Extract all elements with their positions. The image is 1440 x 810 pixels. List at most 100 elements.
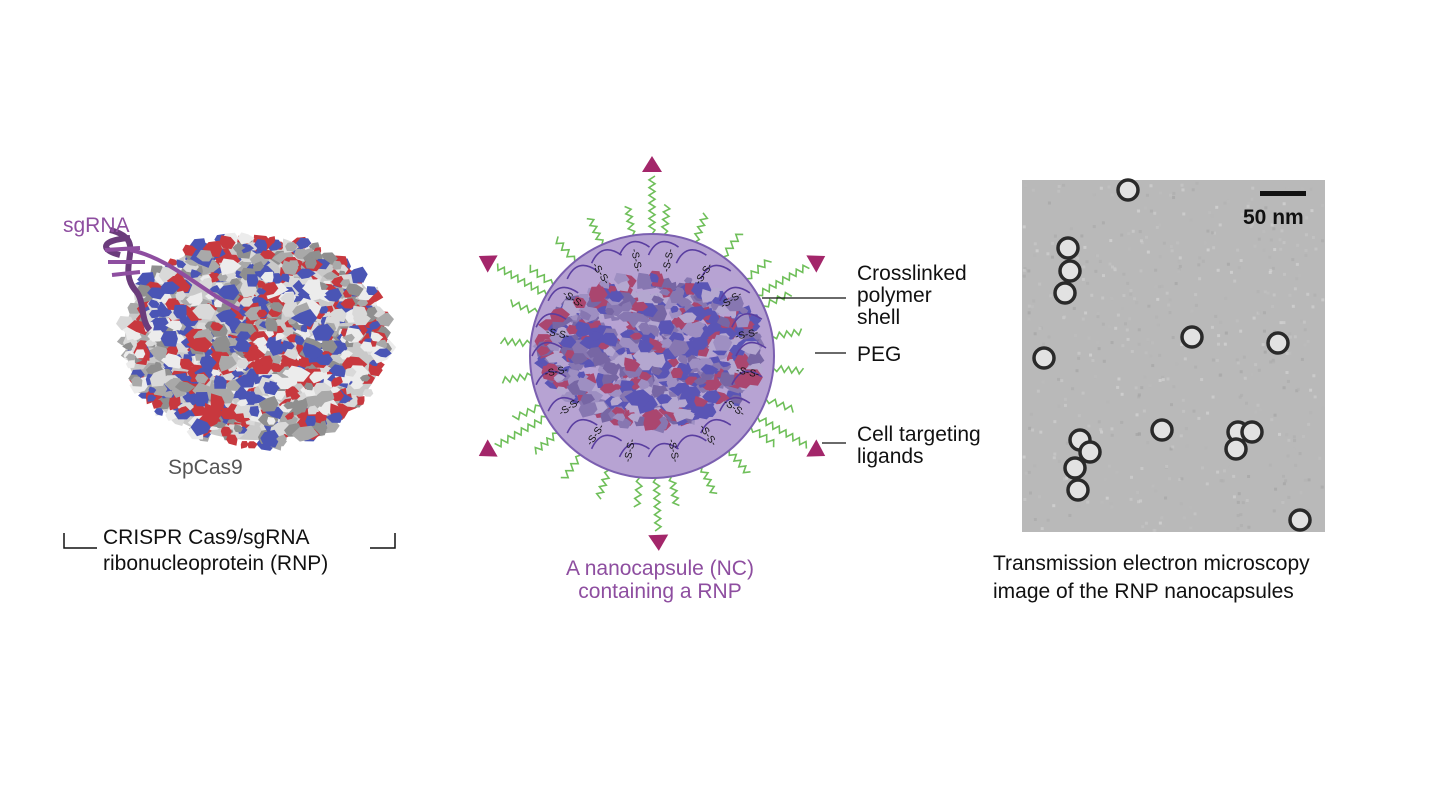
tem-noise	[1115, 470, 1119, 474]
protein-patch	[243, 348, 266, 362]
tem-noise	[1181, 398, 1185, 402]
tem-noise	[1031, 428, 1035, 432]
tem-noise	[1133, 297, 1137, 301]
protein-patch	[182, 244, 198, 257]
tem-noise	[1184, 427, 1188, 431]
protein-patch	[666, 377, 679, 388]
tem-noise	[1135, 301, 1139, 305]
tem-noise	[1057, 404, 1061, 408]
tem-noise	[1201, 259, 1205, 263]
protein-patch	[217, 273, 228, 282]
tem-noise	[1028, 426, 1032, 430]
peg-chain	[660, 203, 672, 236]
protein-patch	[342, 367, 357, 377]
tem-noise	[1278, 238, 1282, 242]
protein-patch	[232, 244, 246, 252]
ligand-triangle-icon	[478, 439, 498, 457]
tem-noise	[1155, 225, 1159, 229]
nanocapsule-particle	[1116, 178, 1140, 202]
tem-noise	[1033, 464, 1037, 468]
tem-noise	[1107, 325, 1111, 329]
tem-noise	[1307, 422, 1311, 426]
tem-noise	[1287, 495, 1291, 499]
peg-chain	[700, 467, 718, 495]
tem-noise	[1189, 218, 1193, 222]
tem-noise	[1250, 197, 1254, 201]
crosslink-chain	[566, 418, 598, 434]
tem-noise	[1181, 188, 1185, 192]
protein-patch	[616, 311, 636, 322]
protein-patch	[368, 363, 383, 377]
tem-noise	[1096, 315, 1100, 319]
tem-noise	[1256, 403, 1260, 407]
tem-noise	[1081, 391, 1085, 395]
protein-patch	[148, 299, 160, 308]
tem-noise	[1303, 328, 1307, 332]
tem-noise	[1121, 344, 1125, 348]
nanocapsule-particle	[1224, 437, 1248, 461]
tem-noise	[1116, 313, 1120, 317]
scale-bar-label: 50 nm	[1243, 206, 1304, 229]
protein-patch	[131, 376, 143, 387]
tem-noise	[1246, 204, 1250, 208]
protein-patch	[280, 273, 290, 283]
tem-noise	[1130, 475, 1134, 479]
protein-patch	[683, 386, 701, 399]
protein-patch	[599, 383, 617, 394]
tem-noise	[1239, 513, 1243, 517]
protein-patch	[216, 284, 240, 301]
protein-patch	[131, 333, 142, 341]
protein-patch	[329, 308, 347, 323]
tem-noise	[1165, 465, 1169, 469]
tem-noise	[1029, 412, 1033, 416]
tem-noise	[1218, 223, 1222, 227]
tem-noise	[1236, 500, 1240, 504]
tem-noise	[1049, 294, 1053, 298]
protein-patch	[373, 348, 392, 358]
protein-patch	[239, 296, 254, 307]
protein-patch	[549, 332, 564, 343]
crosslink-chain	[531, 341, 563, 357]
protein-patch	[226, 434, 238, 446]
protein-patch	[260, 429, 280, 448]
tem-noise	[1309, 187, 1313, 191]
tem-noise	[1109, 502, 1113, 506]
tem-noise	[1203, 241, 1207, 245]
protein-patch	[685, 319, 706, 335]
protein-patch	[619, 337, 636, 349]
protein-patch	[304, 382, 314, 391]
tem-noise	[1046, 518, 1050, 522]
tem-noise	[1110, 193, 1114, 197]
protein-patch	[312, 397, 325, 407]
tem-noise	[1282, 202, 1286, 206]
tem-noise	[1232, 495, 1236, 499]
tem-caption-line2: image of the RNP nanocapsules	[993, 580, 1294, 603]
tem-noise	[1245, 499, 1249, 503]
protein-patch	[330, 386, 341, 394]
protein-patch	[260, 271, 274, 283]
tem-noise	[1299, 491, 1303, 495]
tem-noise	[1306, 509, 1310, 513]
protein-patch	[307, 405, 319, 415]
tem-noise	[1168, 193, 1172, 197]
tem-noise	[1292, 435, 1296, 439]
protein-patch	[211, 369, 222, 377]
protein-patch	[651, 295, 665, 304]
tem-noise	[1169, 245, 1173, 249]
tem-noise	[1263, 290, 1267, 294]
tem-noise	[1206, 411, 1210, 415]
tem-noise	[1036, 389, 1040, 393]
nanocapsule-particle	[1288, 508, 1312, 532]
tem-noise	[1128, 317, 1132, 321]
tem-noise	[1022, 274, 1026, 278]
crosslink-chain	[719, 396, 751, 412]
tem-noise	[1194, 303, 1198, 307]
tem-noise	[1135, 413, 1139, 417]
protein-patch	[658, 320, 675, 335]
tem-noise	[1270, 418, 1274, 422]
tem-noise	[1164, 496, 1168, 500]
tem-noise	[1239, 259, 1243, 263]
protein-patch	[244, 306, 262, 321]
tem-noise	[1120, 392, 1124, 396]
protein-patch	[160, 281, 180, 295]
